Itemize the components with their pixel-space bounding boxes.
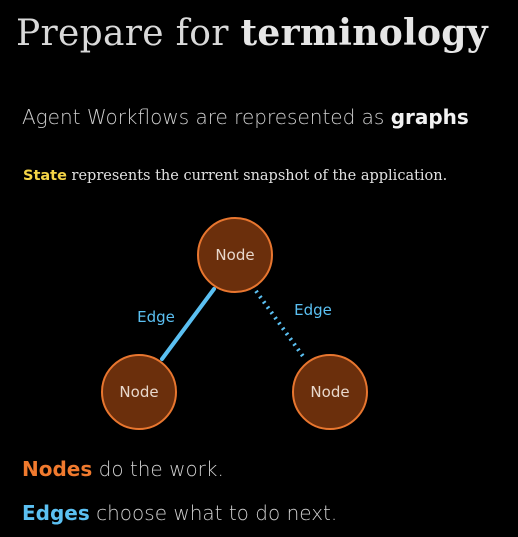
legend-edges: Edges choose what to do next. — [22, 498, 337, 528]
edge-label-left: Edge — [137, 308, 175, 326]
node-left: Node — [101, 354, 177, 430]
nodes-description: do the work. — [92, 457, 224, 481]
state-description: State represents the current snapshot of… — [23, 164, 447, 188]
nodes-keyword: Nodes — [22, 457, 93, 481]
node-left-circle — [101, 354, 177, 430]
subtitle-prefix: Agent Workflows are represented as — [22, 105, 391, 129]
node-top-circle — [197, 217, 273, 293]
node-left-label: Node — [119, 383, 158, 401]
node-top: Node — [197, 217, 273, 293]
node-right: Node — [292, 354, 368, 430]
state-description-text: represents the current snapshot of the a… — [66, 168, 448, 184]
node-right-label: Node — [310, 383, 349, 401]
slide-title: Prepare for terminology — [16, 6, 488, 61]
subtitle: Agent Workflows are represented as graph… — [22, 102, 469, 132]
edges-description: choose what to do next. — [89, 501, 338, 525]
state-keyword: State — [23, 168, 67, 184]
edge-label-right: Edge — [294, 301, 332, 319]
edge-dotted — [254, 289, 307, 361]
subtitle-emphasis: graphs — [390, 105, 469, 129]
legend-nodes: Nodes do the work. — [22, 454, 224, 484]
node-right-circle — [292, 354, 368, 430]
title-prefix: Prepare for — [16, 13, 241, 54]
title-emphasis: terminology — [240, 12, 488, 54]
node-top-label: Node — [215, 246, 254, 264]
edge-solid — [160, 287, 216, 361]
edges-keyword: Edges — [22, 501, 90, 525]
